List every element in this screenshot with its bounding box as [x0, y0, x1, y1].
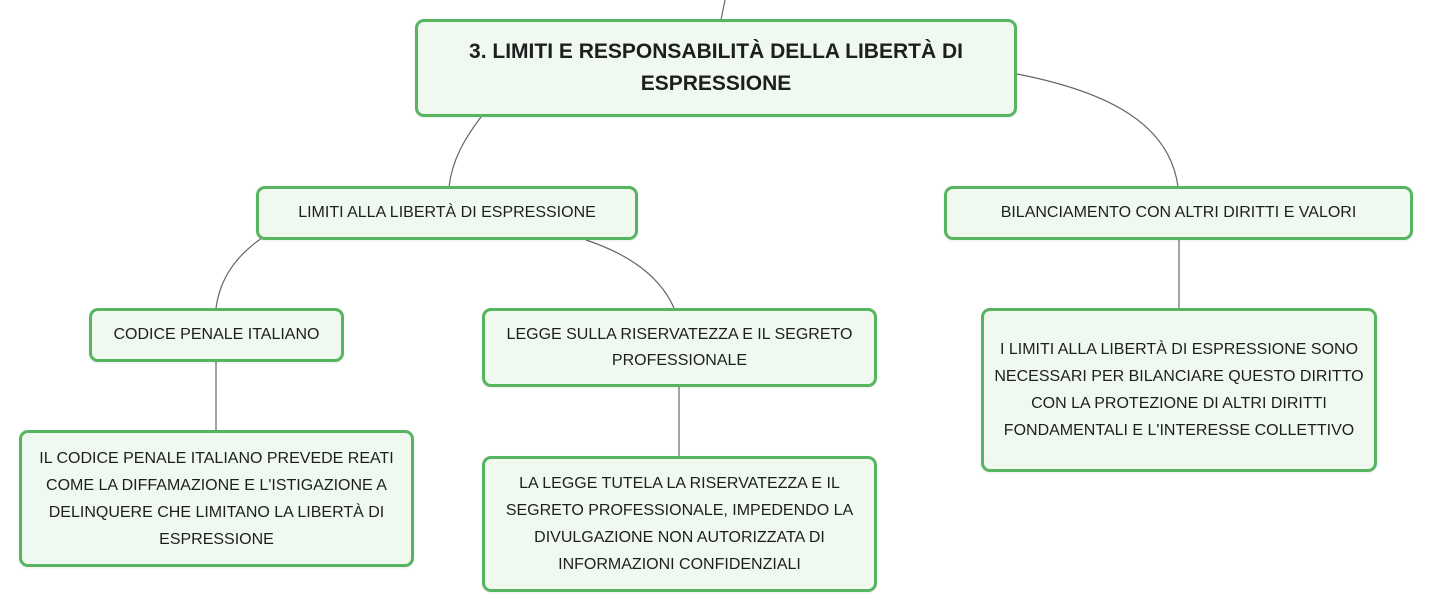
root-topic-label: 3. LIMITI E RESPONSABILITÀ DELLA LIBERTÀ…	[469, 40, 963, 95]
topic-bilanciamento[interactable]: BILANCIAMENTO CON ALTRI DIRITTI E VALORI	[944, 186, 1413, 240]
topic-bilanciamento-label: BILANCIAMENTO CON ALTRI DIRITTI E VALORI	[1000, 204, 1357, 221]
topic-codice-penale[interactable]: CODICE PENALE ITALIANO	[89, 308, 344, 362]
connector-root-to-bilanciamento	[1016, 73, 1179, 188]
topic-codice-penale-label: CODICE PENALE ITALIANO	[113, 326, 320, 343]
connector-root-to-limiti	[448, 116, 482, 188]
connector-limiti-to-legge	[585, 239, 675, 309]
topic-limiti-liberta-label: LIMITI ALLA LIBERTÀ DI ESPRESSIONE	[298, 204, 596, 221]
connector-parent-to-root	[720, 0, 726, 21]
topic-limiti-liberta[interactable]: LIMITI ALLA LIBERTÀ DI ESPRESSIONE	[256, 186, 638, 240]
topic-legge-riservatezza[interactable]: LEGGE SULLA RISERVATEZZA E IL SEGRETO PR…	[482, 308, 877, 387]
detail-legge-riservatezza[interactable]: LA LEGGE TUTELA LA RISERVATEZZA E IL SEG…	[482, 456, 877, 592]
detail-bilanciamento[interactable]: I LIMITI ALLA LIBERTÀ DI ESPRESSIONE SON…	[981, 308, 1377, 472]
detail-legge-riservatezza-text: LA LEGGE TUTELA LA RISERVATEZZA E IL SEG…	[505, 475, 854, 573]
topic-legge-riservatezza-label: LEGGE SULLA RISERVATEZZA E IL SEGRETO PR…	[506, 325, 853, 369]
detail-codice-penale-text: IL CODICE PENALE ITALIANO PREVEDE REATI …	[39, 449, 394, 548]
detail-bilanciamento-text: I LIMITI ALLA LIBERTÀ DI ESPRESSIONE SON…	[994, 341, 1364, 439]
root-topic-node[interactable]: 3. LIMITI E RESPONSABILITÀ DELLA LIBERTÀ…	[415, 19, 1017, 117]
connector-limiti-to-codice	[215, 237, 263, 309]
detail-codice-penale[interactable]: IL CODICE PENALE ITALIANO PREVEDE REATI …	[19, 430, 414, 567]
